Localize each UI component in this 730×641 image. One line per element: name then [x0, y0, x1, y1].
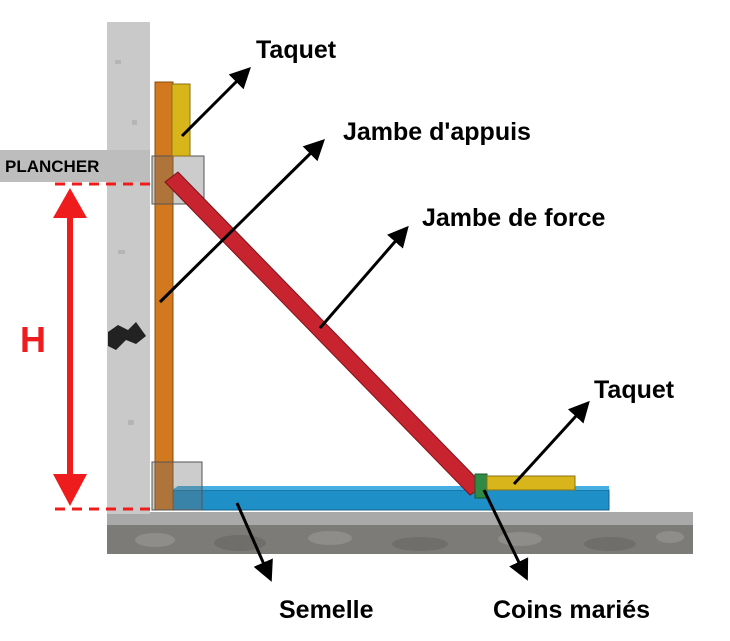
- leader-arrows: [158, 67, 590, 582]
- arrow-semelle: [235, 502, 273, 582]
- label-semelle: Semelle: [279, 596, 374, 624]
- arrow-jambe-force: [318, 225, 409, 329]
- label-jambe-appuis: Jambe d'appuis: [343, 118, 531, 146]
- height-label: H: [20, 319, 46, 360]
- arrow-jambe-appuis: [158, 139, 325, 304]
- taquet-bottom-block: [486, 475, 576, 491]
- label-coins-maries: Coins mariés: [493, 596, 650, 624]
- label-taquet-top: Taquet: [256, 36, 337, 64]
- arrow-coins: [482, 489, 529, 581]
- concrete-wall: [107, 22, 150, 514]
- taquet-top-block: [171, 83, 191, 157]
- arrow-taquet-bottom: [512, 400, 590, 486]
- arrow-taquet-top: [180, 67, 251, 138]
- label-taquet-bottom: Taquet: [594, 376, 675, 404]
- plancher-slab: [0, 150, 150, 182]
- ground-slab: [107, 512, 693, 554]
- plancher-label: PLANCHER: [5, 157, 99, 176]
- height-dimension: [53, 182, 150, 511]
- label-jambe-force: Jambe de force: [422, 204, 606, 232]
